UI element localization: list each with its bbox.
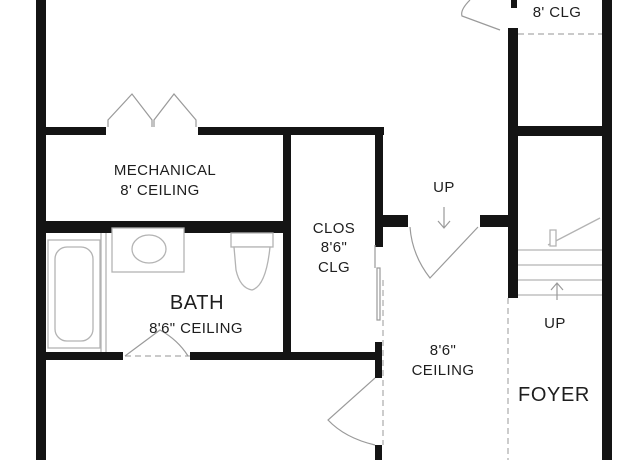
door-bath-swing bbox=[124, 329, 189, 357]
label-hall-height: 8'6" bbox=[430, 342, 456, 359]
wall-mech-top-right bbox=[198, 127, 384, 135]
wall-right-outer bbox=[602, 0, 612, 460]
label-hall-ceiling: CEILING bbox=[412, 362, 475, 379]
bathtub-inner bbox=[54, 246, 94, 342]
label-bath-ceiling: 8'6" CEILING bbox=[149, 320, 243, 337]
label-clos-height: 8'6" bbox=[321, 239, 347, 256]
wall-bottom-stub bbox=[375, 445, 382, 460]
label-up-stair: UP bbox=[544, 315, 566, 332]
sink-icon bbox=[111, 227, 185, 273]
wall-hall-stub-left bbox=[383, 215, 408, 227]
wall-mech-bottom bbox=[36, 221, 283, 233]
label-foyer-name: FOYER bbox=[518, 384, 590, 406]
toilet-icon bbox=[230, 232, 274, 291]
wall-mech-top-left bbox=[36, 127, 106, 135]
door-mech-right bbox=[153, 93, 197, 127]
stair-post bbox=[549, 229, 557, 247]
toilet-bowl bbox=[233, 246, 271, 291]
bath-vanity bbox=[100, 233, 107, 352]
up-arrow-icon bbox=[437, 207, 564, 300]
label-clos-name: CLOS bbox=[313, 220, 355, 237]
door-swing-icon bbox=[107, 0, 501, 446]
bathtub-icon bbox=[47, 239, 101, 349]
label-clg-top: 8' CLG bbox=[533, 4, 582, 21]
dashed-lines bbox=[125, 33, 602, 460]
walls bbox=[36, 0, 612, 460]
wall-right-closet-top bbox=[518, 126, 602, 136]
room-labels: 8' CLG MECHANICAL 8' CEILING CLOS 8'6" C… bbox=[114, 4, 590, 406]
wall-clos-right bbox=[375, 127, 383, 247]
label-mechanical-name: MECHANICAL bbox=[114, 162, 216, 179]
label-clos-clg: CLG bbox=[318, 259, 350, 276]
label-up-hall: UP bbox=[433, 179, 455, 196]
door-mech-left bbox=[107, 93, 153, 127]
wall-bath-bottom-left bbox=[36, 352, 123, 360]
label-mechanical-ceiling: 8' CEILING bbox=[120, 182, 199, 199]
wall-center-top-post bbox=[511, 0, 517, 8]
wall-clos-right-lower bbox=[375, 342, 382, 378]
stairs bbox=[518, 217, 602, 296]
sink-bowl bbox=[131, 234, 167, 264]
door-clos-slider bbox=[376, 267, 381, 321]
wall-bath-bottom-right bbox=[190, 352, 375, 360]
door-hall-swing bbox=[409, 226, 479, 279]
door-top-swing bbox=[461, 0, 501, 31]
wall-hall-stub-right bbox=[480, 215, 508, 227]
label-bath-name: BATH bbox=[170, 292, 224, 314]
stair-rail bbox=[547, 217, 601, 246]
up-arrow-stair bbox=[550, 282, 564, 300]
toilet-tank bbox=[230, 232, 274, 248]
wall-center-vertical-top bbox=[508, 28, 518, 298]
up-arrow-hall bbox=[437, 207, 451, 229]
wall-mech-clos-divider bbox=[283, 135, 291, 355]
door-lower-swing bbox=[327, 377, 376, 446]
